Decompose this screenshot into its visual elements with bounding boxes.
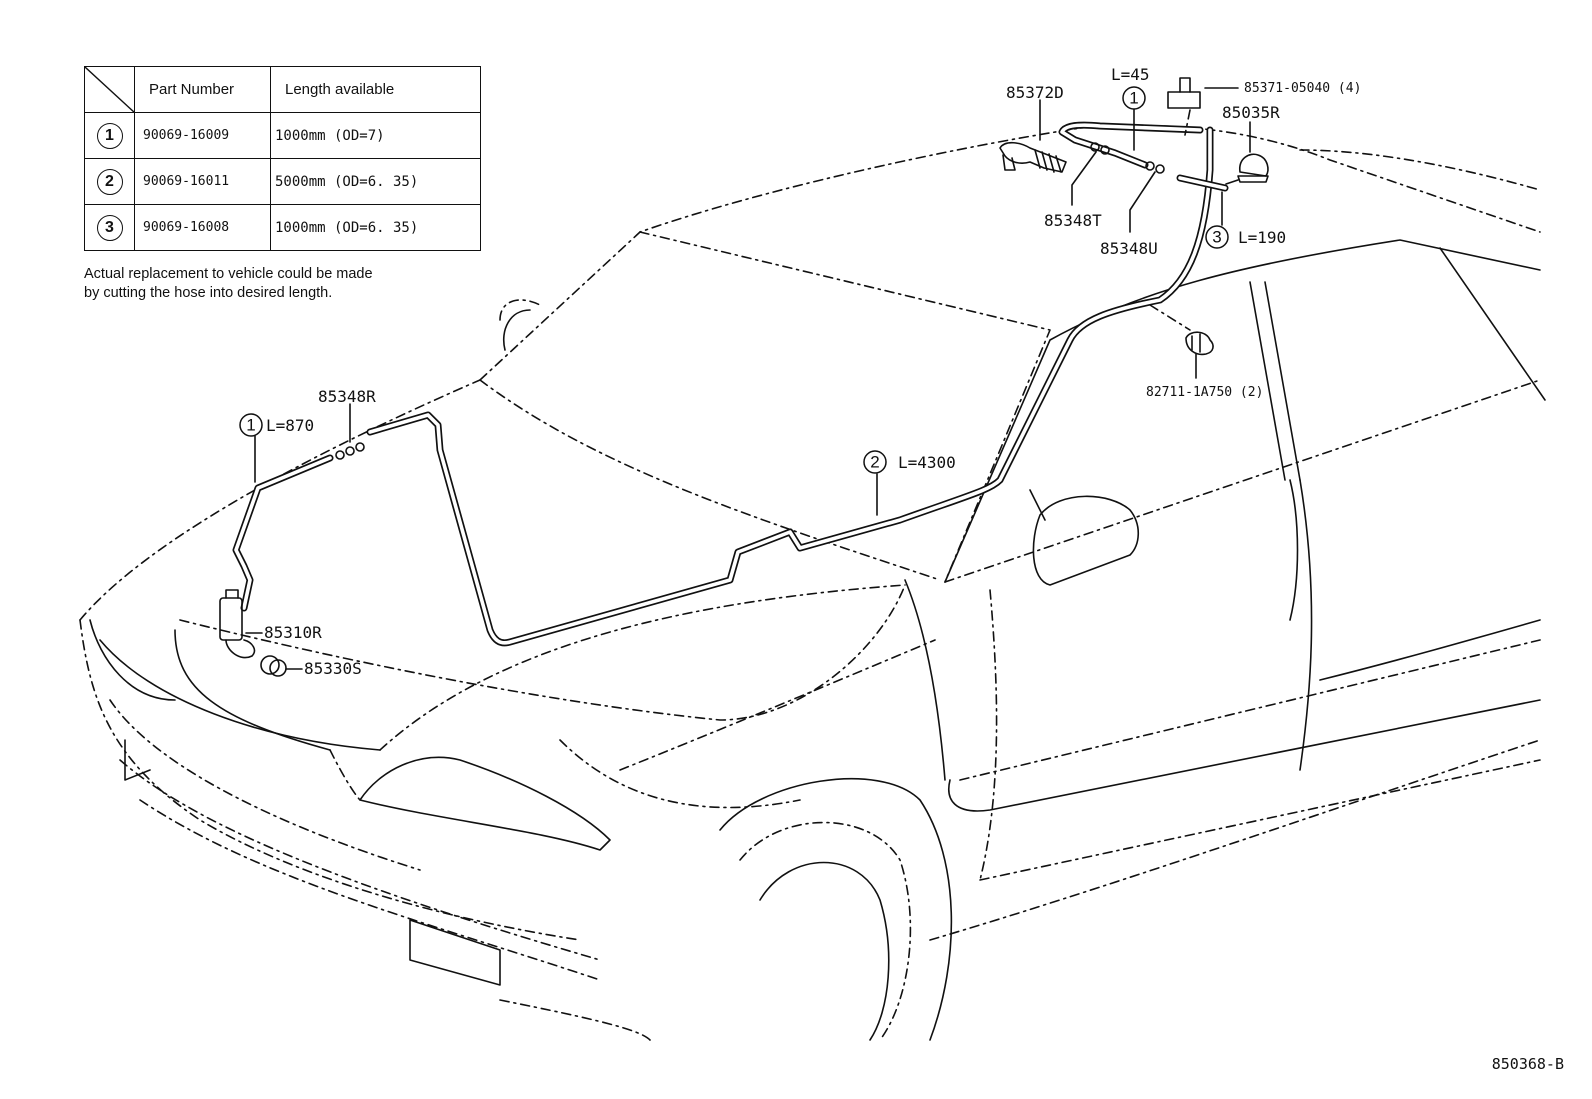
parts-table: Part Number Length available 1 90069-160…	[84, 66, 481, 251]
label-85348R: 85348R	[318, 387, 376, 406]
clip-82711	[1149, 304, 1214, 356]
nozzle-85035R	[1225, 153, 1269, 185]
joint-85348T	[1090, 142, 1110, 155]
header-part-number: Part Number	[134, 66, 271, 113]
callout-num-3: 3	[1212, 228, 1221, 247]
label-85310R: 85310R	[264, 623, 322, 642]
callout-circle-1-front	[239, 413, 263, 437]
callout-circle-3	[1205, 225, 1229, 249]
callout-labels: 85372D L=45 1 85371-05040 (4) 85035R 853…	[239, 65, 1361, 678]
label-l190: L=190	[1238, 228, 1286, 247]
row-index-badge: 2	[96, 168, 123, 195]
clamp-85371	[1167, 77, 1201, 136]
note-line-1: Actual replacement to vehicle could be m…	[84, 266, 373, 282]
table-row: 3 90069-16008 1000mm (OD=6. 35)	[84, 204, 481, 251]
callout-num-1-front: 1	[246, 416, 255, 435]
label-85372D: 85372D	[1006, 83, 1064, 102]
row-index-badge: 1	[96, 122, 123, 149]
label-85348U: 85348U	[1100, 239, 1158, 258]
joint-85348R	[335, 442, 365, 460]
table-header-row: Part Number Length available	[84, 66, 481, 113]
label-85348T: 85348T	[1044, 211, 1102, 230]
part-number-cell: 90069-16011	[134, 158, 271, 205]
table-row: 1 90069-16009 1000mm (OD=7)	[84, 112, 481, 159]
note-line-2: by cutting the hose into desired length.	[84, 285, 333, 301]
hose-2-long	[366, 126, 1214, 647]
label-85035R: 85035R	[1222, 103, 1280, 122]
grommet-85330S	[260, 655, 287, 677]
label-l45: L=45	[1111, 65, 1150, 84]
hose-3-short	[1176, 174, 1229, 192]
label-l870: L=870	[266, 416, 314, 435]
length-cell: 1000mm (OD=7)	[270, 112, 481, 159]
label-82711: 82711-1A750 (2)	[1146, 385, 1263, 400]
length-cell: 5000mm (OD=6. 35)	[270, 158, 481, 205]
header-length-available: Length available	[270, 66, 481, 113]
corner-diagonal	[85, 67, 135, 113]
part-number-cell: 90069-16009	[134, 112, 271, 159]
drawing-code: 850368-B	[1491, 1055, 1564, 1073]
part-number-cell: 90069-16008	[134, 204, 271, 251]
label-85371: 85371-05040 (4)	[1244, 81, 1361, 96]
row-index-cell: 2	[84, 158, 135, 205]
check-valve-85372D	[999, 141, 1067, 173]
length-cell: 1000mm (OD=6. 35)	[270, 204, 481, 251]
table-corner-cell	[84, 66, 135, 113]
hose-1-front	[232, 454, 334, 612]
replacement-note: Actual replacement to vehicle could be m…	[84, 265, 373, 303]
callout-circle-2	[863, 450, 887, 474]
car-body-outline	[79, 124, 1546, 1041]
washer-pump-85310R	[219, 589, 256, 659]
table-row: 2 90069-16011 5000mm (OD=6. 35)	[84, 158, 481, 205]
row-index-cell: 3	[84, 204, 135, 251]
callout-num-2: 2	[870, 453, 879, 472]
callout-num-1-rear: 1	[1129, 89, 1138, 108]
row-index-badge: 3	[96, 214, 123, 241]
label-l4300: L=4300	[898, 453, 956, 472]
row-index-cell: 1	[84, 112, 135, 159]
joint-85348U	[1145, 161, 1165, 174]
callout-circle-1-rear	[1122, 86, 1146, 110]
label-85330S: 85330S	[304, 659, 362, 678]
leader-lines	[245, 87, 1251, 670]
hose-1-rear	[1058, 121, 1204, 169]
